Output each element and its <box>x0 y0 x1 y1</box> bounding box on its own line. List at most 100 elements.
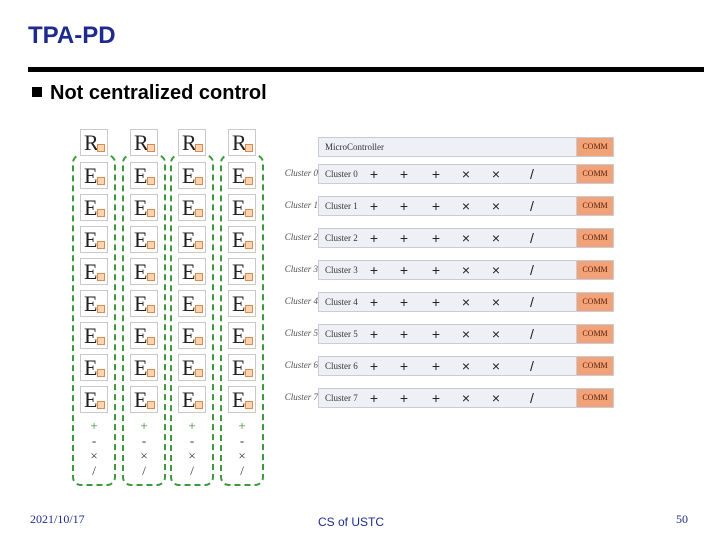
element-label: E <box>84 163 98 188</box>
port-square-icon <box>195 241 203 249</box>
bullet-item: Not centralized control <box>32 82 267 105</box>
cluster-operator: × <box>491 262 501 278</box>
cluster-operator: + <box>369 198 379 214</box>
cluster-label-0: Cluster 0 <box>284 168 318 178</box>
port-square-icon <box>147 177 155 185</box>
element-cell-1-0: E <box>80 194 108 221</box>
port-square-icon <box>97 177 105 185</box>
port-square-icon <box>147 273 155 281</box>
port-square-icon <box>147 144 155 152</box>
bullet-text: Not centralized control <box>50 82 267 104</box>
cluster-operator: + <box>399 198 409 214</box>
element-label: E <box>232 195 246 220</box>
column-operations-3: +-×/ <box>222 418 262 478</box>
element-cell-7-3: E <box>228 386 256 413</box>
register-label: R <box>134 130 149 155</box>
port-square-icon <box>97 305 105 313</box>
port-square-icon <box>97 144 105 152</box>
element-cell-2-1: E <box>130 226 158 253</box>
element-cell-6-3: E <box>228 354 256 381</box>
footer-date: 2021/10/17 <box>30 512 85 526</box>
cluster-name: Cluster 1 <box>325 201 358 211</box>
cluster-operator: × <box>461 294 471 310</box>
element-label: E <box>232 323 246 348</box>
cluster-operator: / <box>530 166 534 182</box>
port-square-icon <box>195 273 203 281</box>
element-cell-4-0: E <box>80 290 108 317</box>
footer-organization: CS of USTC <box>318 515 385 529</box>
cluster-name: Cluster 0 <box>325 169 358 179</box>
cluster-operator: × <box>491 230 501 246</box>
cluster-operator: + <box>431 166 441 182</box>
operator-symbol: + <box>238 418 246 433</box>
cluster-operator: + <box>431 294 441 310</box>
element-cell-2-3: E <box>228 226 256 253</box>
comm-block: COMM <box>576 165 613 183</box>
element-label: E <box>134 291 148 316</box>
cluster-row-1: Cluster 1+++××/COMM <box>318 196 614 216</box>
cluster-label-7: Cluster 7 <box>284 392 318 402</box>
cluster-operator: + <box>431 262 441 278</box>
operator-symbol: × <box>140 448 148 463</box>
port-square-icon <box>195 337 203 345</box>
port-square-icon <box>147 369 155 377</box>
comm-block: COMM <box>576 325 613 343</box>
cluster-name: Cluster 2 <box>325 233 358 243</box>
element-cell-6-0: E <box>80 354 108 381</box>
element-cell-4-3: E <box>228 290 256 317</box>
element-cell-5-1: E <box>130 322 158 349</box>
cluster-operator: + <box>369 294 379 310</box>
operator-symbol: - <box>141 433 147 448</box>
port-square-icon <box>195 401 203 409</box>
slide-title: TPA-PD <box>28 22 116 49</box>
cluster-row-6: Cluster 6+++××/COMM <box>318 356 614 376</box>
port-square-icon <box>245 401 253 409</box>
element-label: E <box>84 355 98 380</box>
cluster-operator: × <box>491 166 501 182</box>
operator-symbol: - <box>91 433 97 448</box>
port-square-icon <box>195 209 203 217</box>
cluster-operator: + <box>399 326 409 342</box>
operator-symbol: - <box>189 433 195 448</box>
element-label: E <box>232 355 246 380</box>
port-square-icon <box>97 241 105 249</box>
port-square-icon <box>245 209 253 217</box>
cluster-operator: / <box>530 358 534 374</box>
element-label: E <box>182 259 196 284</box>
element-label: E <box>134 227 148 252</box>
operator-symbol: + <box>140 418 148 433</box>
element-label: E <box>182 227 196 252</box>
register-label: R <box>84 130 99 155</box>
comm-block: COMM <box>576 197 613 215</box>
cluster-operator: + <box>369 390 379 406</box>
register-cell-3: R <box>228 129 256 156</box>
cluster-name: Cluster 3 <box>325 265 358 275</box>
cluster-operator: + <box>399 358 409 374</box>
register-cell-2: R <box>178 129 206 156</box>
operator-symbol: + <box>90 418 98 433</box>
cluster-operator: × <box>461 166 471 182</box>
comm-block: COMM <box>576 138 613 156</box>
cluster-operator: × <box>491 294 501 310</box>
element-label: E <box>182 195 196 220</box>
element-label: E <box>84 387 98 412</box>
element-cell-5-0: E <box>80 322 108 349</box>
operator-symbol: / <box>92 463 96 478</box>
element-cell-3-3: E <box>228 258 256 285</box>
port-square-icon <box>245 305 253 313</box>
element-cell-6-1: E <box>130 354 158 381</box>
comm-block: COMM <box>576 229 613 247</box>
element-label: E <box>84 227 98 252</box>
cluster-row-7: Cluster 7+++××/COMM <box>318 388 614 408</box>
page-number: 50 <box>676 512 688 526</box>
operator-symbol: × <box>188 448 196 463</box>
cluster-operator: + <box>369 166 379 182</box>
element-cell-3-1: E <box>130 258 158 285</box>
cluster-row-3: Cluster 3+++××/COMM <box>318 260 614 280</box>
element-label: E <box>84 323 98 348</box>
cluster-operator: + <box>369 262 379 278</box>
port-square-icon <box>195 369 203 377</box>
column-operations-2: +-×/ <box>172 418 212 478</box>
comm-block: COMM <box>576 357 613 375</box>
element-label: E <box>232 227 246 252</box>
